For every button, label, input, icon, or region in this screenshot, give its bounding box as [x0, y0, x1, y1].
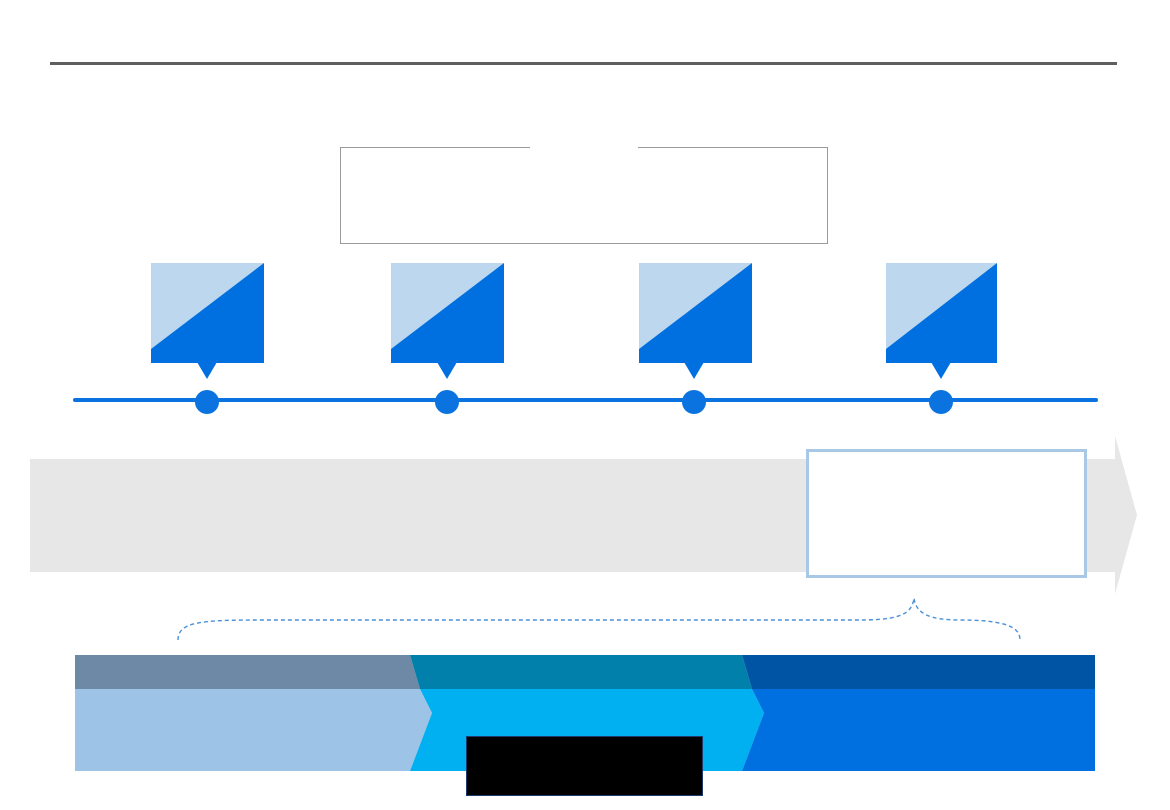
dashed-brace: [177, 597, 1021, 641]
milestone-3-dot: [682, 390, 706, 414]
milestone-1-dot: [195, 390, 219, 414]
phase-1-header: [75, 655, 420, 689]
side-callout-box: [806, 449, 1087, 578]
milestone-3-tile-dark: [639, 263, 752, 363]
milestone-4: [886, 263, 997, 414]
header-box: [340, 147, 828, 244]
milestone-1: [151, 263, 264, 414]
milestone-4-tile-dark: [886, 263, 997, 363]
top-divider: [50, 62, 1117, 65]
phase-1-body: [75, 689, 432, 771]
phase-2-header: [410, 655, 752, 689]
milestone-2-pointer: [437, 362, 457, 379]
milestone-4-pointer: [931, 362, 951, 379]
milestone-4-dot: [929, 390, 953, 414]
milestone-2: [391, 263, 504, 414]
header-box-gap: [530, 144, 638, 152]
phase-3-header: [742, 655, 1095, 689]
milestone-1-tile-dark: [151, 263, 264, 363]
milestone-3: [639, 263, 752, 414]
black-label-box: [466, 736, 703, 796]
milestone-2-tile-dark: [391, 263, 504, 363]
milestone-2-dot: [435, 390, 459, 414]
milestone-1-pointer: [197, 362, 217, 379]
phase-3-body: [742, 689, 1095, 771]
milestone-3-pointer: [684, 362, 704, 379]
